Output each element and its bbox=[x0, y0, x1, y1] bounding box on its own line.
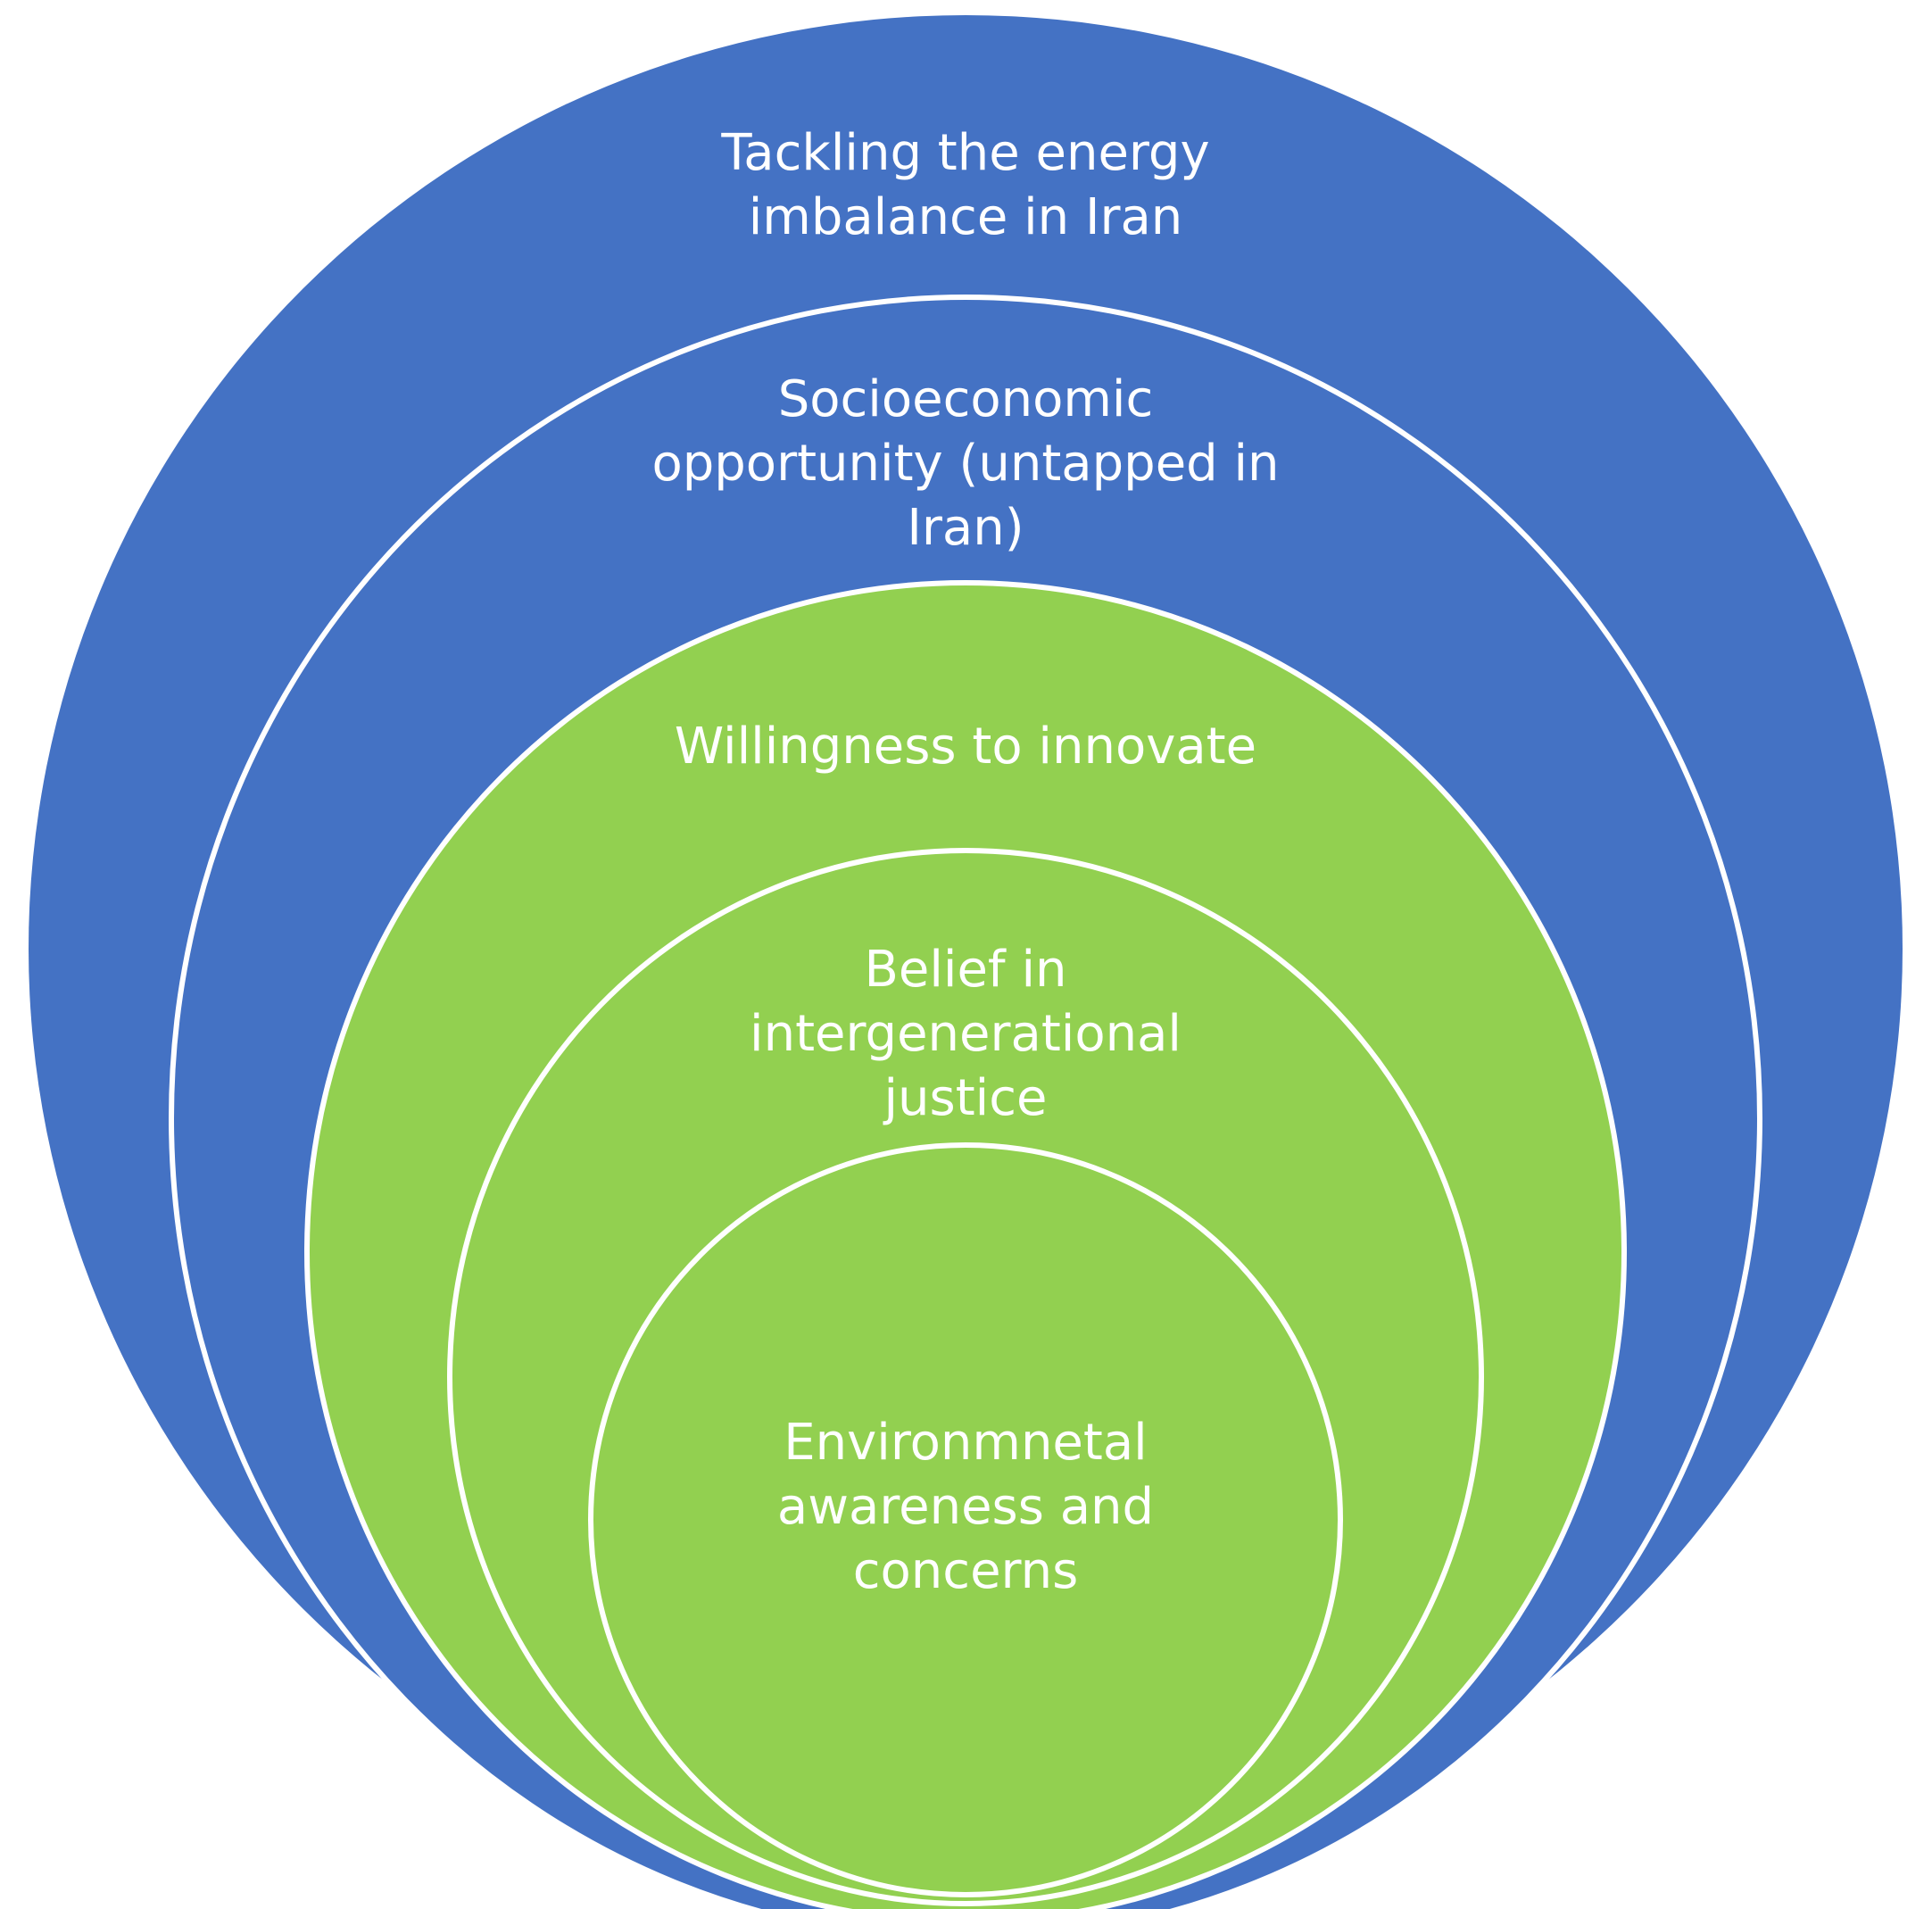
ring-label-line: Iran) bbox=[907, 499, 1024, 557]
ring-label-line: opportunity (untapped in bbox=[651, 435, 1279, 493]
ring-label-line: Belief in bbox=[864, 941, 1066, 999]
ring-label-line: justice bbox=[883, 1069, 1048, 1127]
ring-label-line: intergenerational bbox=[750, 1005, 1182, 1063]
ring-label-line: Environmnetal bbox=[784, 1414, 1147, 1472]
ring-label-fourth: Belief in intergenerational justice bbox=[750, 941, 1182, 1127]
ring-label-third: Willingness to innovate bbox=[675, 718, 1256, 776]
ring-label-line: Tackling the energy bbox=[720, 124, 1209, 182]
ring-label-line: Willingness to innovate bbox=[675, 718, 1256, 776]
ring-label-inner: Environmnetal awareness and concerns bbox=[777, 1414, 1154, 1600]
ring-label-line: imbalance in Iran bbox=[749, 188, 1183, 246]
ring-label-second: Socioeconomic opportunity (untapped in Ira… bbox=[651, 370, 1279, 557]
ring-label-outer: Tackling the energy imbalance in Iran bbox=[720, 124, 1209, 246]
ring-label-line: Socioeconomic bbox=[778, 370, 1154, 428]
ring-inner bbox=[588, 1142, 1343, 1897]
ring-label-line: awareness and bbox=[777, 1478, 1154, 1536]
ring-label-line: concerns bbox=[853, 1542, 1079, 1600]
